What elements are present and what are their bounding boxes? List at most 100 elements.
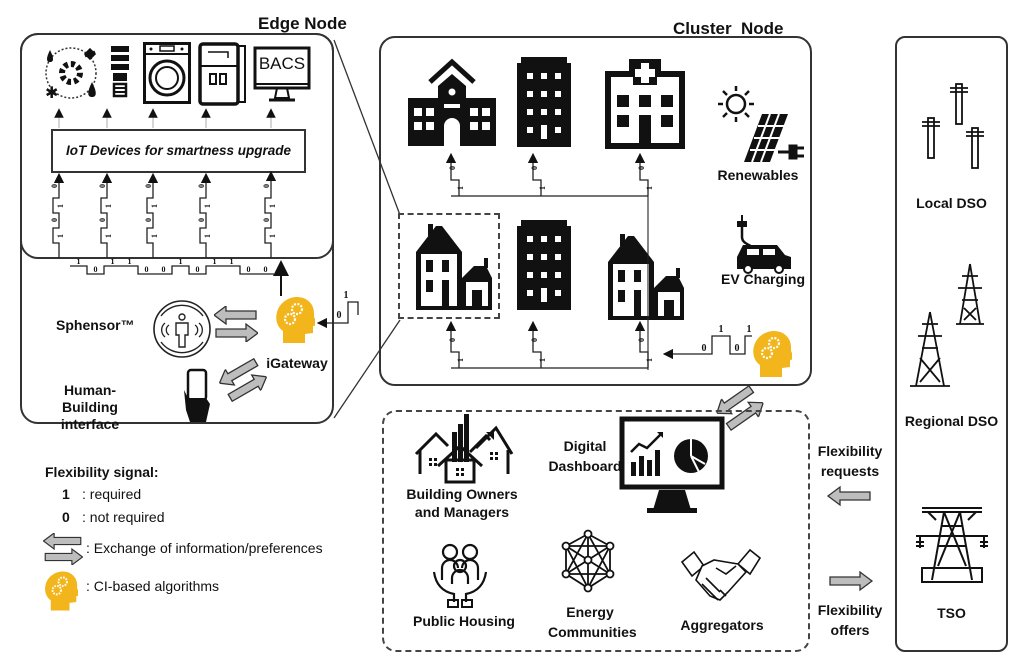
cluster-signal-line [445, 320, 460, 368]
signal-bit: 1 [456, 186, 465, 190]
edge-signal-line [199, 172, 212, 258]
flexibility-offers-label: Flexibility offers [817, 602, 883, 638]
public-housing-label: Public Housing [413, 613, 515, 629]
signal-bit: 0 [144, 184, 153, 188]
cluster-node-title: Cluster Node [673, 19, 784, 38]
building-owners-label: Building Owners and Managers [406, 486, 518, 520]
signal-bit: 0 [162, 265, 166, 274]
tso-tower-icon [916, 507, 988, 583]
signal-bit: 1 [77, 257, 81, 266]
house-pair-icon-2 [608, 234, 684, 320]
iot-to-device-arrows [54, 108, 276, 128]
signal-bit: 1 [268, 234, 277, 238]
house-pair-icon-1 [416, 224, 492, 310]
signal-bit: 0 [448, 338, 457, 342]
legend-zero-symbol: 0 [62, 509, 70, 525]
cluster-node-panel [379, 36, 812, 386]
smartphone-hand-icon [184, 368, 210, 422]
igateway-label: iGateway [266, 355, 328, 371]
apartment-tower-icon-2 [517, 220, 571, 310]
legend-exchange-icon [43, 533, 83, 565]
iot-devices-box [51, 129, 306, 173]
signal-bit: 0 [530, 338, 539, 342]
stakeholders-panel [382, 410, 810, 652]
cluster-signal-line [634, 152, 649, 196]
signal-bit: 0 [145, 265, 149, 274]
washing-machine-icon [143, 42, 191, 104]
aggregators-label: Aggregators [680, 617, 764, 633]
signal-bit: 1 [747, 324, 752, 335]
signal-bit: 0 [702, 343, 707, 354]
signal-bit: 0 [262, 218, 271, 222]
legend-one-symbol: 1 [62, 486, 70, 502]
sphensor-icon [153, 300, 211, 358]
signal-bit: 0 [50, 184, 59, 188]
signal-bit: 0 [50, 218, 59, 222]
flexibility-requests-arrow [826, 485, 871, 507]
energy-communities-label: Energy Communities [548, 604, 637, 640]
svg-text:✱: ✱ [45, 85, 58, 102]
hbi-label: Human-Building interface [60, 382, 120, 432]
regional-dso-label: Regional DSO [904, 413, 999, 429]
flexibility-requests-label: Flexibility requests [817, 443, 883, 479]
signal-bit: 1 [719, 324, 724, 335]
school-building-icon [408, 58, 496, 146]
tso-label: TSO [937, 605, 966, 621]
apartment-tower-icon [517, 57, 571, 147]
signal-bit: 1 [456, 358, 465, 362]
signal-bit: 0 [448, 166, 457, 170]
signal-bit: 0 [94, 265, 98, 274]
igateway-input-signal: 01 [316, 290, 359, 329]
solar-renewables-icon [718, 86, 804, 163]
edge-signal-line [264, 170, 277, 258]
lightbulb-icon [111, 46, 129, 98]
selected-building-box [398, 213, 500, 319]
cluster-signal-line [527, 320, 542, 368]
cluster-ci-head-icon [752, 330, 792, 378]
signal-bit: 0 [197, 218, 206, 222]
signal-bit: 1 [104, 204, 113, 208]
signal-bit: 1 [128, 257, 132, 266]
flexibility-offers-arrow [829, 570, 874, 592]
signal-bit: 0 [98, 218, 107, 222]
signal-bit: 1 [213, 257, 217, 266]
signal-bit: 1 [268, 204, 277, 208]
signal-bit: 0 [735, 343, 740, 354]
signal-bit: 1 [56, 234, 65, 238]
renewables-label: Renewables [717, 167, 799, 183]
cluster-signal-line [445, 152, 460, 196]
edge-node-title: Edge Node [258, 14, 347, 33]
signal-bit: 1 [203, 204, 212, 208]
sphensor-label: Sphensor™ [56, 317, 135, 333]
legend-row-not-required: 0 : not required [62, 509, 165, 525]
cluster-signal-line [527, 152, 542, 196]
signal-bit: 1 [104, 234, 113, 238]
signal-bit: 1 [150, 234, 159, 238]
local-dso-poles-icon [922, 83, 984, 169]
iot-devices-label: IoT Devices for smartness upgrade [65, 143, 292, 158]
digital-dashboard-monitor-icon [619, 416, 725, 513]
legend-ci-head-icon [44, 570, 78, 612]
refrigerator-icon [198, 42, 246, 106]
signal-bit: 1 [645, 186, 654, 190]
legend-row-required: 1: required [62, 486, 141, 502]
igateway-input-line [316, 301, 359, 329]
regional-dso-towers-icon [910, 263, 984, 387]
signal-bit: 0 [530, 166, 539, 170]
signal-bit: 0 [264, 265, 268, 274]
ev-charging-icon [737, 215, 791, 274]
signal-bit: 1 [203, 234, 212, 238]
bacs-label: BACS [258, 54, 306, 73]
building-owners-icon [414, 414, 514, 484]
cluster-signal-line [634, 320, 649, 368]
legend-zero-text: : not required [82, 509, 165, 525]
signal-bit: 1 [150, 204, 159, 208]
signal-bit: 0 [196, 265, 200, 274]
signal-bit: 0 [144, 218, 153, 222]
signal-bit: 0 [637, 166, 646, 170]
aggregators-handshake-icon [680, 548, 762, 601]
bacs-monitor-icon: BACS [253, 46, 311, 104]
signal-bit: 0 [262, 184, 271, 188]
